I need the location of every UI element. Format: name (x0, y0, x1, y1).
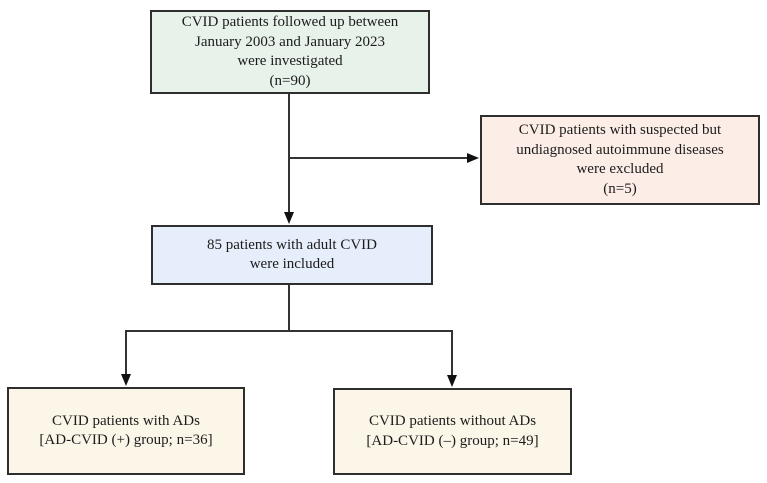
box-text-line: CVID patients followed up between (181, 14, 399, 30)
box-text-line: undiagnosed autoimmune diseases (516, 141, 724, 158)
box-text-line: [AD-CVID (–) group; n=49] (366, 432, 539, 449)
box-text-line: CVID patients with suspected but (518, 122, 722, 138)
connector-right-branch (451, 330, 453, 375)
box-text-line: January 2003 and January 2023 (195, 33, 385, 50)
box-included: 85 patients with adult CVID were include… (151, 225, 433, 285)
connector-left-branch (125, 330, 127, 374)
connector-branch-to-excluded (289, 157, 468, 159)
box-text-line: 85 patients with adult CVID (207, 236, 377, 253)
box-text-line: were excluded (576, 161, 664, 177)
connector-investigated-to-included (288, 94, 290, 213)
box-text-line: CVID patients without ADs (368, 413, 537, 429)
box-text-line: were investigated (237, 53, 343, 69)
box-excluded: CVID patients with suspected but undiagn… (480, 115, 760, 205)
connector-split-horizontal (125, 330, 453, 332)
arrow-down-icon (121, 374, 131, 386)
connector-included-stem (288, 285, 290, 332)
box-text-line: (n=5) (603, 180, 637, 197)
box-ad-cvid-positive: CVID patients with ADs [AD-CVID (+) grou… (7, 387, 245, 475)
box-text-line: (n=90) (269, 72, 311, 89)
arrow-down-icon (447, 375, 457, 387)
box-text-line: [AD-CVID (+) group; n=36] (39, 432, 213, 448)
box-text-line: were included (249, 256, 335, 272)
box-investigated: CVID patients followed up between Januar… (150, 10, 430, 94)
arrow-down-icon (284, 212, 294, 224)
box-ad-cvid-negative: CVID patients without ADs [AD-CVID (–) g… (333, 388, 572, 475)
box-text-line: CVID patients with ADs (52, 412, 200, 429)
arrow-right-icon (467, 153, 479, 163)
